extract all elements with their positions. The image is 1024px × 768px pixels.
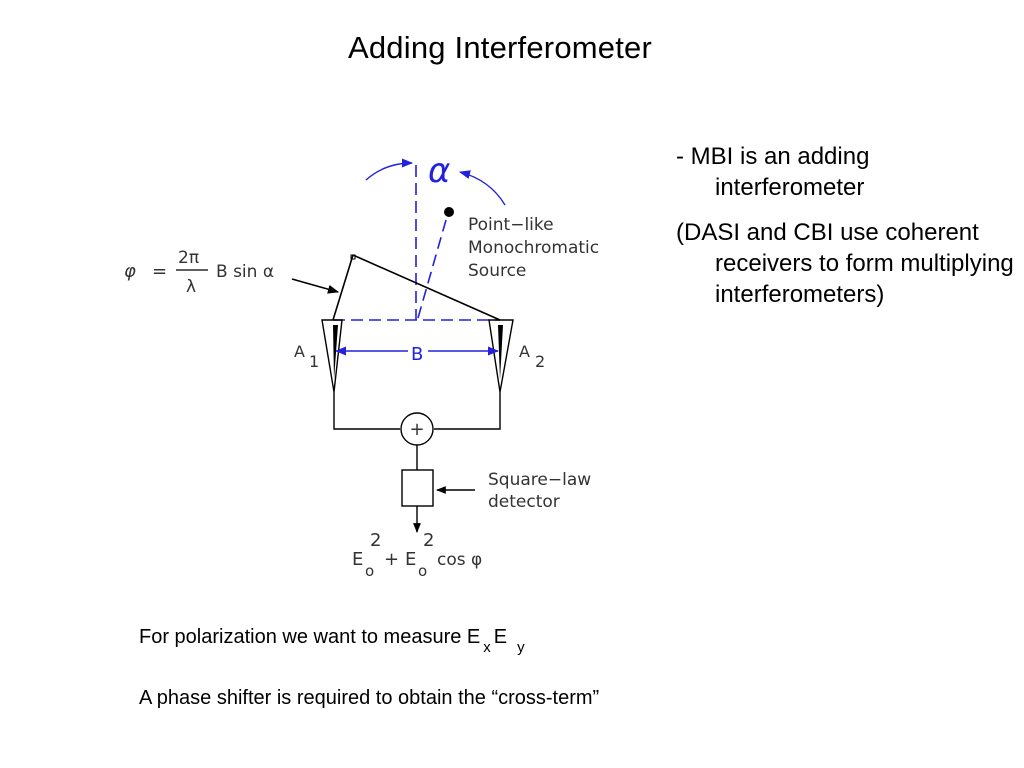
detector-label-2: detector (488, 492, 560, 512)
detector-label-1: Square−law (488, 470, 591, 490)
adder-symbol: + (409, 419, 424, 440)
bullet-list: - MBI is an adding interferometer (DASI … (676, 141, 1016, 324)
antenna-1-feed (333, 325, 338, 380)
output-sub1: o (365, 562, 374, 580)
antenna-2-letter: A (519, 342, 530, 361)
wavefront-short (332, 254, 354, 321)
output-e2: E (405, 549, 416, 570)
output-cos: cos φ (437, 550, 482, 570)
subscript-y: y (517, 639, 525, 656)
phase-shifter-line: A phase shifter is required to obtain th… (139, 687, 600, 709)
alpha-label: α (428, 151, 450, 191)
alpha-arc-left (365, 158, 414, 181)
bullet-mbi: - MBI is an adding interferometer (676, 143, 870, 201)
antenna-2-feed (498, 325, 503, 380)
phase-numerator: 2π (178, 248, 199, 268)
source-label-1: Point−like (468, 215, 554, 235)
phase-denominator: λ (186, 277, 196, 297)
antenna-1-letter: A (294, 342, 305, 361)
bullet-dasi-cbi: (DASI and CBI use coherent receivers to … (676, 219, 1014, 308)
polarization-e2: E (493, 626, 508, 648)
source-label-3: Source (468, 261, 526, 281)
phase-pointer (291, 278, 340, 294)
baseline-label: B (411, 344, 423, 365)
output-sub2: o (418, 562, 427, 580)
square-law-detector (401, 469, 434, 507)
antenna-1-index: 1 (309, 352, 319, 371)
phase-equals: = (152, 261, 167, 282)
phase-phi: φ (124, 261, 136, 282)
output-sup2: 2 (423, 530, 434, 551)
antenna-1 (321, 319, 343, 393)
antenna-2-index: 2 (535, 352, 545, 371)
output-plus: + (384, 549, 399, 570)
source-dot (444, 207, 454, 217)
source-label-2: Monochromatic (468, 238, 599, 258)
antenna-2 (488, 319, 514, 393)
source-direction-line (417, 212, 449, 319)
cable-1 (333, 392, 400, 430)
right-angle-mark (350, 254, 356, 260)
wavefront-path (352, 254, 501, 321)
polarization-text: For polarization we want to measure E (139, 626, 481, 648)
subscript-x: x (483, 639, 491, 656)
output-sup1: 2 (370, 530, 381, 551)
cable-2 (434, 392, 501, 430)
phase-rest: B sin α (216, 262, 274, 282)
output-e1: E (352, 549, 363, 570)
alpha-arc-right (458, 170, 506, 206)
slide-title: Adding Interferometer (347, 30, 653, 65)
